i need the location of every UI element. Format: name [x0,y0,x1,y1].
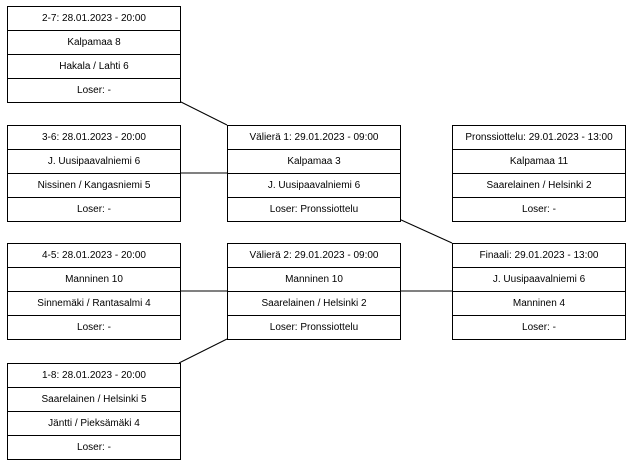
team-2: Sinnemäki / Rantasalmi 4 [8,291,180,315]
connector-2-7-to-semi1 [178,100,228,126]
team-2: J. Uusipaavalniemi 6 [228,173,400,197]
team-1: J. Uusipaavalniemi 6 [453,267,625,291]
team-2: Nissinen / Kangasniemi 5 [8,173,180,197]
match-header: Välierä 2: 29.01.2023 - 09:00 [249,250,379,261]
loser-destination: Loser: Pronssiottelu [228,315,400,339]
loser-destination: Loser: Pronssiottelu [228,197,400,221]
match-3-6: 3-6: 28.01.2023 - 20:00 J. Uusipaavalnie… [7,125,181,222]
match-header: 4-5: 28.01.2023 - 20:00 [42,250,146,261]
team-2: Manninen 4 [453,291,625,315]
match-semifinal-2: Välierä 2: 29.01.2023 - 09:00 Manninen 1… [227,243,401,340]
team-1: Kalpamaa 11 [453,149,625,173]
team-2: Hakala / Lahti 6 [8,54,180,78]
loser-destination: Loser: - [453,197,625,221]
team-1: J. Uusipaavalniemi 6 [8,149,180,173]
match-bronze: Pronssiottelu: 29.01.2023 - 13:00 Kalpam… [452,125,626,222]
match-header: Välierä 1: 29.01.2023 - 09:00 [249,132,379,143]
connector-1-8-to-semi2 [178,338,228,364]
team-1: Manninen 10 [228,267,400,291]
match-2-7: 2-7: 28.01.2023 - 20:00 Kalpamaa 8 Hakal… [7,6,181,103]
team-2: Saarelainen / Helsinki 2 [228,291,400,315]
connector-semi1-to-final [398,218,453,244]
match-1-8: 1-8: 28.01.2023 - 20:00 Saarelainen / He… [7,363,181,460]
loser-destination: Loser: - [8,78,180,102]
team-1: Saarelainen / Helsinki 5 [8,387,180,411]
team-2: Jäntti / Pieksämäki 4 [8,411,180,435]
match-header: 3-6: 28.01.2023 - 20:00 [42,132,146,143]
loser-destination: Loser: - [8,315,180,339]
match-4-5: 4-5: 28.01.2023 - 20:00 Manninen 10 Sinn… [7,243,181,340]
team-1: Kalpamaa 3 [228,149,400,173]
match-header: Pronssiottelu: 29.01.2023 - 13:00 [465,132,613,143]
team-1: Manninen 10 [8,267,180,291]
loser-destination: Loser: - [8,435,180,459]
team-1: Kalpamaa 8 [8,30,180,54]
match-header: 2-7: 28.01.2023 - 20:00 [42,13,146,24]
loser-destination: Loser: - [8,197,180,221]
match-header: 1-8: 28.01.2023 - 20:00 [42,370,146,381]
match-final: Finaali: 29.01.2023 - 13:00 J. Uusipaava… [452,243,626,340]
team-2: Saarelainen / Helsinki 2 [453,173,625,197]
match-semifinal-1: Välierä 1: 29.01.2023 - 09:00 Kalpamaa 3… [227,125,401,222]
loser-destination: Loser: - [453,315,625,339]
match-header: Finaali: 29.01.2023 - 13:00 [479,250,599,261]
